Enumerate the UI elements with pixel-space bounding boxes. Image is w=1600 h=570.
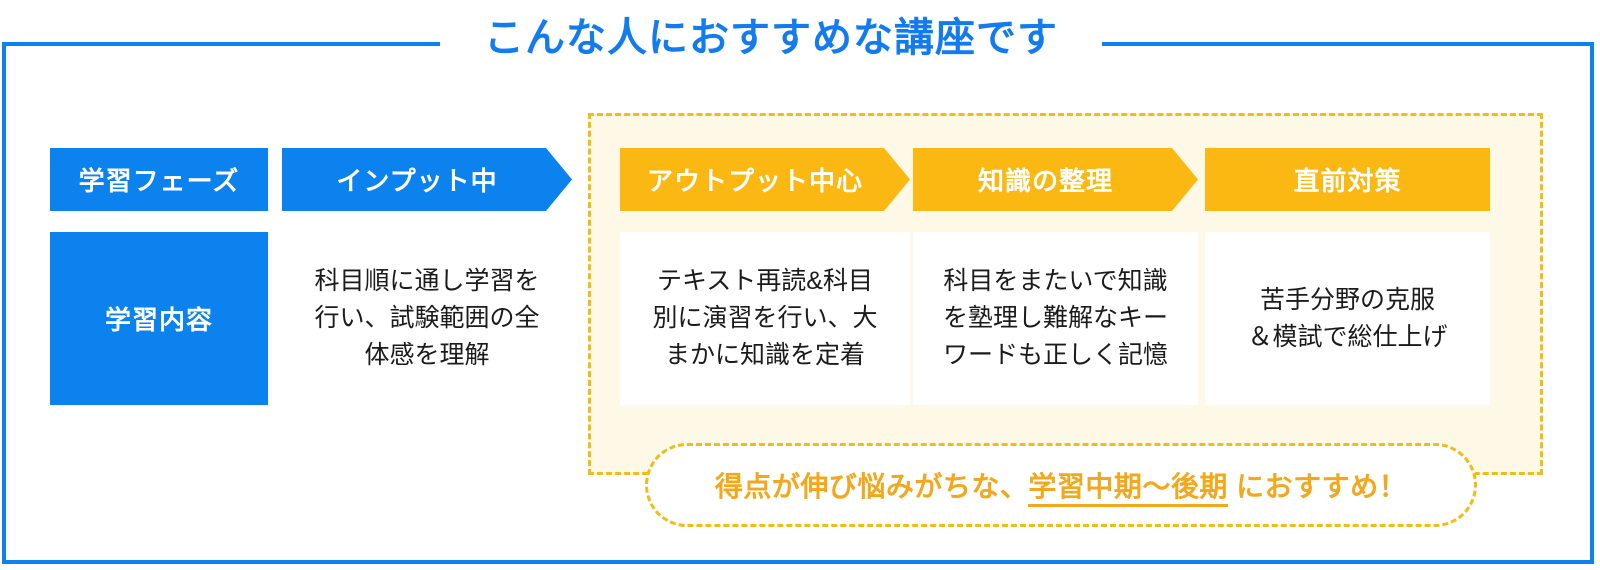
recommendation-pill-text: 得点が伸び悩みがちな、学習中期〜後期 におすすめ！ xyxy=(714,465,1408,507)
row-header-content: 学習内容 xyxy=(50,232,268,405)
row-header-phase: 学習フェーズ xyxy=(50,148,268,211)
phase-header-final-label: 直前対策 xyxy=(1293,166,1402,196)
recommendation-pill: 得点が伸び悩みがちな、学習中期〜後期 におすすめ！ xyxy=(645,443,1477,527)
phase-header-input[interactable]: インプット中 xyxy=(282,148,572,211)
phase-body-input: 科目順に通し学習を行い、試験範囲の全体感を理解 xyxy=(282,232,572,405)
recommendation-suffix: におすすめ！ xyxy=(1227,471,1408,502)
phase-body-final-text: 苦手分野の克服＆模試で総仕上げ xyxy=(1247,285,1448,351)
phase-body-output: テキスト再読&科目別に演習を行い、大まかに知識を定着 xyxy=(620,232,910,405)
phase-body-input-text: 科目順に通し学習を行い、試験範囲の全体感を理解 xyxy=(314,267,540,369)
row-header-phase-label: 学習フェーズ xyxy=(78,166,240,196)
phase-body-organize-text: 科目をまたいで知識を塾理し難解なキーワードも正しく記憶 xyxy=(942,267,1168,369)
phase-header-input-label: インプット中 xyxy=(336,166,498,196)
phase-body-organize: 科目をまたいで知識を塾理し難解なキーワードも正しく記憶 xyxy=(913,232,1198,405)
phase-body-final: 苦手分野の克服＆模試で総仕上げ xyxy=(1205,232,1490,405)
phase-body-output-text: テキスト再読&科目別に演習を行い、大まかに知識を定着 xyxy=(652,267,878,369)
phase-header-output-label: アウトプット中心 xyxy=(646,166,863,196)
section-title-plate: こんな人におすすめな講座です xyxy=(440,0,1102,68)
row-header-content-label: 学習内容 xyxy=(104,305,213,335)
recommendation-prefix: 得点が伸び悩みがちな、 xyxy=(714,471,1029,502)
phase-header-organize-label: 知識の整理 xyxy=(977,166,1113,196)
phase-header-organize[interactable]: 知識の整理 xyxy=(913,148,1198,211)
phase-header-output[interactable]: アウトプット中心 xyxy=(620,148,910,211)
recommendation-emphasis: 学習中期〜後期 xyxy=(1028,471,1228,507)
page-title: こんな人におすすめな講座です xyxy=(484,16,1058,60)
phase-header-final[interactable]: 直前対策 xyxy=(1205,148,1490,211)
